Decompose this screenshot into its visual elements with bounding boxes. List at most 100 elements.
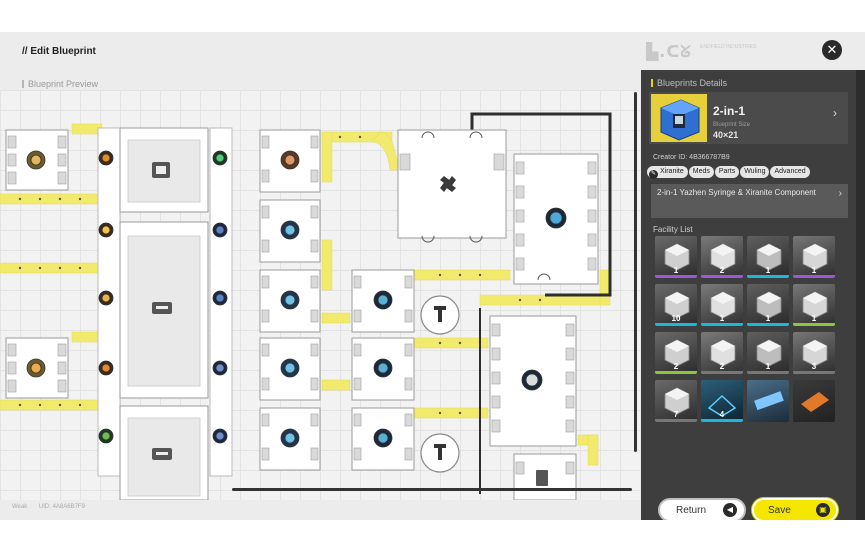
facility-units bbox=[5, 127, 599, 500]
save-button[interactable]: Save ▣ bbox=[752, 498, 838, 520]
facility-grinding-unit[interactable]: 1 bbox=[793, 284, 835, 326]
facility-count: 4 bbox=[719, 410, 725, 419]
facility-protocol-stash[interactable]: 1 bbox=[747, 332, 789, 374]
machine-icon bbox=[710, 339, 736, 367]
conveyor-belt bbox=[413, 407, 489, 419]
facility-planting-unit[interactable]: 2 bbox=[655, 332, 697, 374]
blueprint-preview-label: Blueprint Preview bbox=[22, 79, 98, 89]
machine-icon bbox=[664, 387, 690, 415]
conveyor-belt bbox=[321, 131, 333, 183]
rarity-bar bbox=[701, 275, 743, 278]
rarity-bar bbox=[655, 323, 697, 326]
panel-edge bbox=[856, 70, 865, 520]
facility-shredding-unit[interactable]: 2 bbox=[701, 236, 743, 278]
tag-wuling[interactable]: Wuling bbox=[740, 166, 770, 178]
facility-moulding-unit[interactable]: 1 bbox=[793, 236, 835, 278]
signal-status: Weak bbox=[12, 504, 28, 510]
facility-filling-unit[interactable]: 10 bbox=[655, 284, 697, 326]
rarity-bar bbox=[701, 419, 743, 422]
top-bar: // Edit Blueprint ▙.ᑕᘜ ENDFIELD INDUSTRI… bbox=[0, 32, 865, 70]
facility-count: 1 bbox=[673, 266, 679, 275]
facility-relay-tower[interactable]: 4 bbox=[701, 380, 743, 422]
tag-parts[interactable]: Parts bbox=[714, 166, 740, 178]
conveyor-belt bbox=[321, 312, 351, 324]
bridge-icon bbox=[754, 391, 784, 411]
blueprint-description[interactable]: 2-in-1 Yazhen Syringe & Xiranite Compone… bbox=[651, 184, 848, 218]
plate-icon bbox=[801, 392, 829, 412]
facility-count: 2 bbox=[719, 362, 725, 371]
machine-icon bbox=[710, 291, 736, 319]
vertical-scrollbar[interactable] bbox=[634, 92, 637, 452]
rarity-bar bbox=[793, 371, 835, 374]
conveyor-belt bbox=[587, 434, 599, 466]
rarity-bar bbox=[747, 323, 789, 326]
facility-count: 7 bbox=[673, 410, 679, 419]
save-label: Save bbox=[768, 505, 791, 516]
machine-icon bbox=[756, 243, 782, 271]
rarity-bar bbox=[701, 323, 743, 326]
uid-label: UID: 4A8A6B7F9 bbox=[38, 504, 85, 510]
blueprint-details-panel: Blueprints Details 2-in-1 Blueprint Size… bbox=[641, 70, 856, 520]
blueprint-card[interactable]: 2-in-1 Blueprint Size 40×21 › bbox=[649, 92, 848, 144]
facility-packaging-unit[interactable]: 1 bbox=[747, 284, 789, 326]
facility-count: 2 bbox=[673, 362, 679, 371]
facility-count: 10 bbox=[671, 314, 681, 323]
machine-icon bbox=[756, 339, 782, 367]
machine-icon bbox=[664, 339, 690, 367]
facility-refining-unit[interactable]: 1 bbox=[655, 236, 697, 278]
rarity-bar bbox=[747, 275, 789, 278]
tag-advanced[interactable]: Advanced bbox=[770, 166, 810, 178]
chevron-right-icon[interactable]: › bbox=[833, 106, 837, 120]
facility-count: 1 bbox=[811, 266, 817, 275]
tag-xiranite[interactable]: ✎Xiranite bbox=[647, 166, 688, 179]
back-arrow-icon: ◀ bbox=[723, 503, 737, 517]
rarity-bar bbox=[793, 323, 835, 326]
footer-info: Weak UID: 4A8A6B7F9 bbox=[12, 504, 95, 510]
save-icon: ▣ bbox=[816, 503, 830, 517]
facility-count: 1 bbox=[765, 266, 771, 275]
facility-count: 1 bbox=[719, 314, 725, 323]
return-label: Return bbox=[676, 505, 707, 516]
machine-icon bbox=[710, 243, 736, 271]
return-button[interactable]: Return ◀ bbox=[658, 498, 746, 520]
conveyor-belt bbox=[0, 399, 99, 411]
conveyor-belt bbox=[0, 193, 99, 205]
conveyor-belt bbox=[413, 337, 489, 349]
blueprint-size-label: Blueprint Size bbox=[713, 122, 751, 128]
chevron-right-icon: › bbox=[838, 188, 842, 199]
conveyor-belt bbox=[321, 379, 351, 391]
facility-fitting-unit[interactable]: 1 bbox=[747, 236, 789, 278]
tag-meds[interactable]: Meds bbox=[688, 166, 714, 178]
facility-depot-unloader[interactable]: 3 bbox=[793, 332, 835, 374]
machine-icon bbox=[664, 243, 690, 271]
close-button[interactable]: ✕ bbox=[822, 40, 842, 60]
panel-header: Blueprints Details bbox=[651, 78, 727, 88]
rarity-bar bbox=[793, 275, 835, 278]
facility-gearing-unit[interactable]: 1 bbox=[701, 284, 743, 326]
machine-icon bbox=[802, 243, 828, 271]
machine-icon bbox=[802, 339, 828, 367]
rarity-bar bbox=[701, 371, 743, 374]
facility-power-pylon[interactable]: 7 bbox=[655, 380, 697, 422]
creator-id: Creator ID: 4B366787B9 bbox=[653, 154, 730, 161]
game-logo-subtitle: ENDFIELD INDUSTRIES bbox=[700, 44, 757, 50]
game-logo: ▙.ᑕᘜ bbox=[646, 42, 692, 61]
description-text: 2-in-1 Yazhen Syringe & Xiranite Compone… bbox=[657, 188, 816, 197]
blueprint-canvas[interactable] bbox=[0, 90, 640, 500]
horizontal-scrollbar[interactable] bbox=[232, 488, 632, 491]
facility-count: 2 bbox=[719, 266, 725, 275]
facility-splitter-plate[interactable] bbox=[793, 380, 835, 422]
conveyor-belt bbox=[371, 131, 401, 171]
facility-seed-picking-unit[interactable]: 2 bbox=[701, 332, 743, 374]
facility-list-label: Facility List bbox=[653, 225, 693, 234]
machine-icon bbox=[756, 291, 782, 319]
rarity-bar bbox=[747, 371, 789, 374]
conveyor-belt bbox=[321, 239, 333, 291]
blueprint-size: 40×21 bbox=[713, 130, 739, 140]
facility-count: 3 bbox=[811, 362, 817, 371]
close-icon: ✕ bbox=[826, 42, 838, 57]
facility-count: 1 bbox=[765, 362, 771, 371]
rarity-bar bbox=[655, 419, 697, 422]
facility-conveyor-bridge[interactable] bbox=[747, 380, 789, 422]
blueprint-machine-icon bbox=[651, 94, 707, 142]
